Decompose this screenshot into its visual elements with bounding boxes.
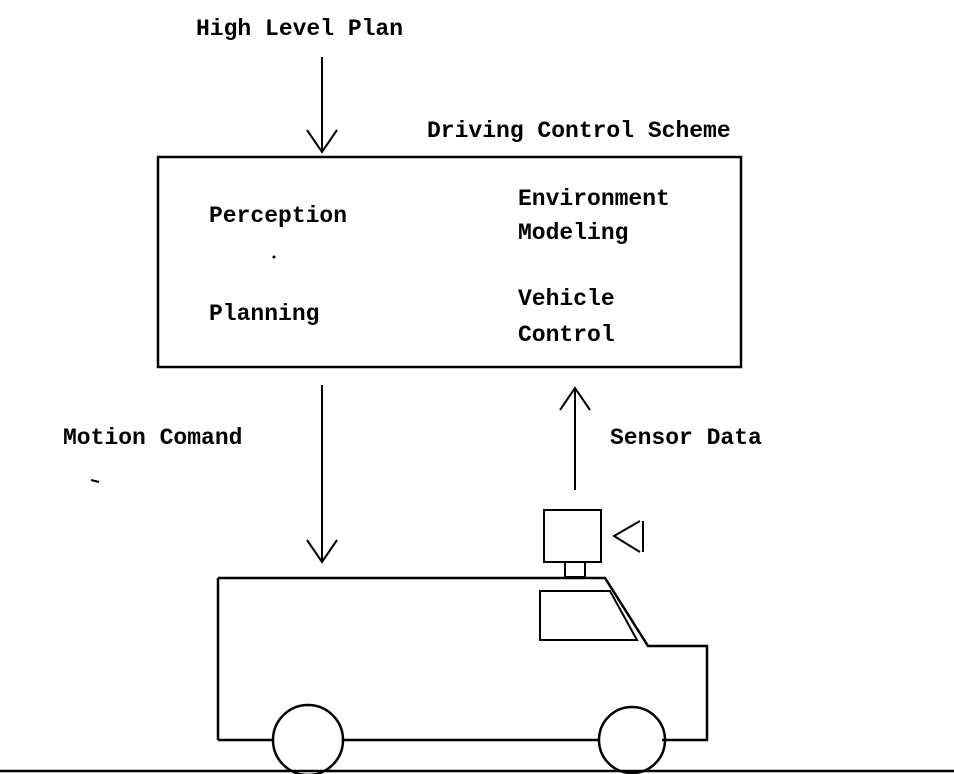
stray-dot [272,255,276,259]
module-perception: Perception [209,203,347,229]
motion-command-label: Motion Comand [63,425,242,451]
scheme-label: Driving Control Scheme [427,118,731,144]
high-level-plan-label: High Level Plan [196,16,403,42]
control-scheme-box [156,155,743,369]
module-environment-line2: Modeling [518,220,628,246]
module-planning: Planning [209,301,319,327]
sensor-data-label: Sensor Data [610,425,762,451]
stray-mark [90,479,100,483]
module-environment-line1: Environment [518,186,670,212]
camera-icon [543,509,644,578]
front-wheel [597,705,667,774]
high-level-plan-arrow-icon [306,57,338,154]
van-icon [216,576,709,774]
motion-command-arrow-icon [306,385,338,564]
module-vehicle-control-line1: Vehicle [518,286,615,312]
sensor-data-arrow-icon [559,386,591,490]
rear-wheel [271,703,345,774]
module-vehicle-control-line2: Control [518,322,615,348]
